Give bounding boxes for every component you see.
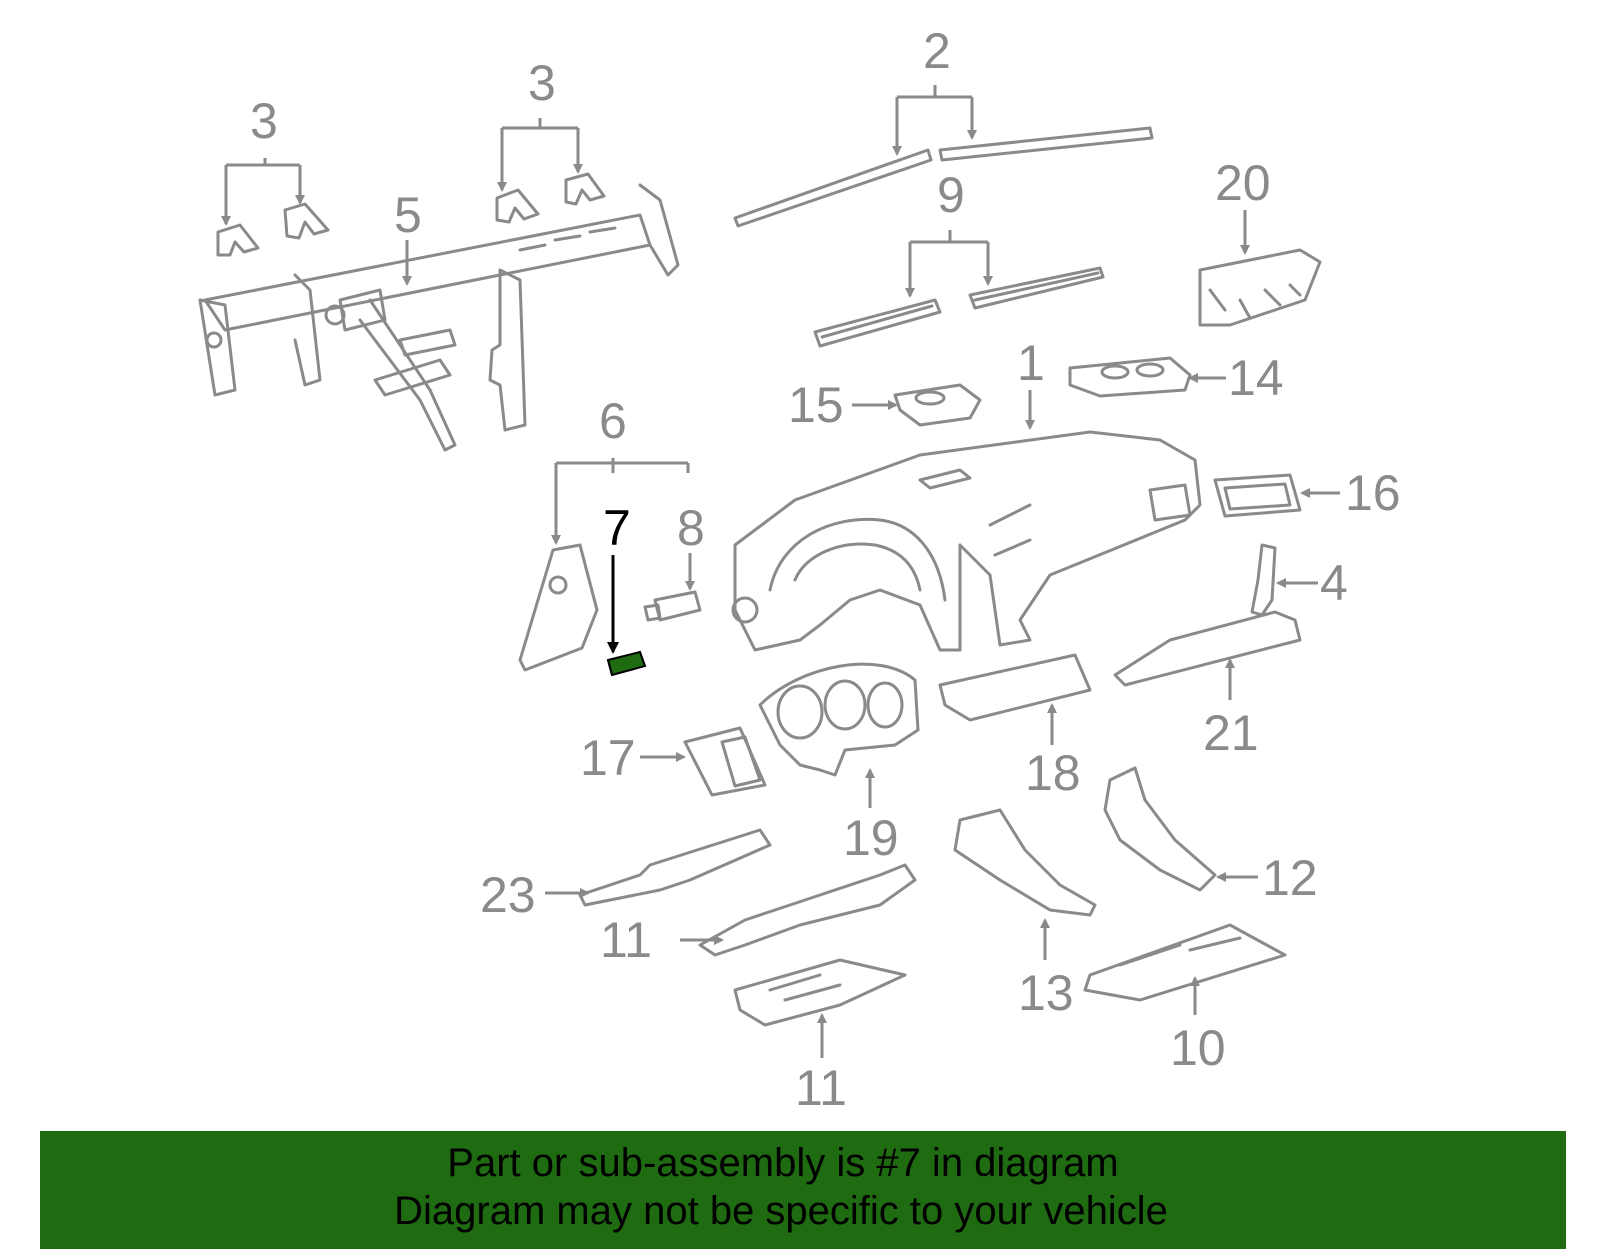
part-20-cluster-bezel [758, 662, 920, 777]
callout-17: 16 [1345, 465, 1401, 521]
part-15-bezel [1068, 356, 1192, 398]
part-17-vent [1213, 473, 1302, 518]
part-19-glove-box [938, 653, 1092, 722]
callout-1: 1 [1017, 335, 1045, 391]
callout-18: 17 [580, 730, 636, 786]
part-7-highlighted [606, 650, 647, 677]
part-11-panel [733, 958, 907, 1027]
part-13-trim [1103, 766, 1217, 892]
callout-3-middle: 3 [528, 55, 556, 111]
callout-10: 10 [1170, 1020, 1226, 1076]
callout-12: 11 [600, 912, 652, 968]
banner-disclaimer-line: Diagram may not be specific to your vehi… [394, 1189, 1168, 1233]
callout-9: 9 [937, 167, 965, 223]
part-10-panel [1083, 923, 1287, 1002]
callout-14: 13 [1018, 965, 1074, 1021]
callout-3-left: 3 [250, 93, 278, 149]
part-3-clips-left [216, 202, 330, 257]
part-16-bezel [893, 383, 982, 427]
part-3-clips-middle [495, 172, 606, 224]
info-banner: Part or sub-assembly is #7 in diagram Di… [40, 1131, 1566, 1249]
callout-19: 18 [1025, 745, 1081, 801]
callout-11: 11 [795, 1060, 847, 1116]
part-1-instrument-panel [731, 430, 1202, 652]
callout-23: 23 [480, 867, 536, 923]
callout-13: 12 [1262, 850, 1318, 906]
callout-7: 7 [603, 500, 631, 556]
part-6-end-cover [518, 543, 599, 672]
leader-lines [221, 85, 1340, 1058]
part-21-duct [1198, 248, 1322, 327]
part-9-defroster-nozzles [813, 266, 1105, 348]
part-4-bracket [1250, 543, 1277, 617]
part-8-switch [643, 590, 702, 622]
callout-5: 5 [394, 187, 422, 243]
part-14-trim [953, 808, 1097, 917]
callout-20: 19 [843, 810, 899, 866]
parts-diagram: 3 3 2 5 9 20 1 14 15 16 4 6 7 8 21 17 18… [198, 23, 1401, 1116]
callout-21: 20 [1215, 155, 1271, 211]
banner-part-line: Part or sub-assembly is #7 in diagram [447, 1141, 1119, 1185]
part-2-molding-strips [733, 126, 1154, 228]
callout-15: 14 [1228, 350, 1284, 406]
callout-22: 21 [1203, 705, 1259, 761]
callout-6: 6 [599, 393, 627, 449]
callout-2: 2 [923, 23, 951, 79]
callout-4: 4 [1320, 555, 1348, 611]
callout-8: 8 [677, 500, 705, 556]
part-12-lower-panel [698, 863, 917, 957]
part-18-vent [683, 726, 767, 797]
part-23-lower-panel [578, 828, 772, 907]
part-22-lower-trim [1113, 610, 1302, 687]
part-5-instrument-panel-reinforcement [198, 183, 680, 452]
callout-numbers: 3 3 2 5 9 20 1 14 15 16 4 6 7 8 21 17 18… [250, 23, 1401, 1116]
callout-16: 15 [788, 377, 844, 433]
